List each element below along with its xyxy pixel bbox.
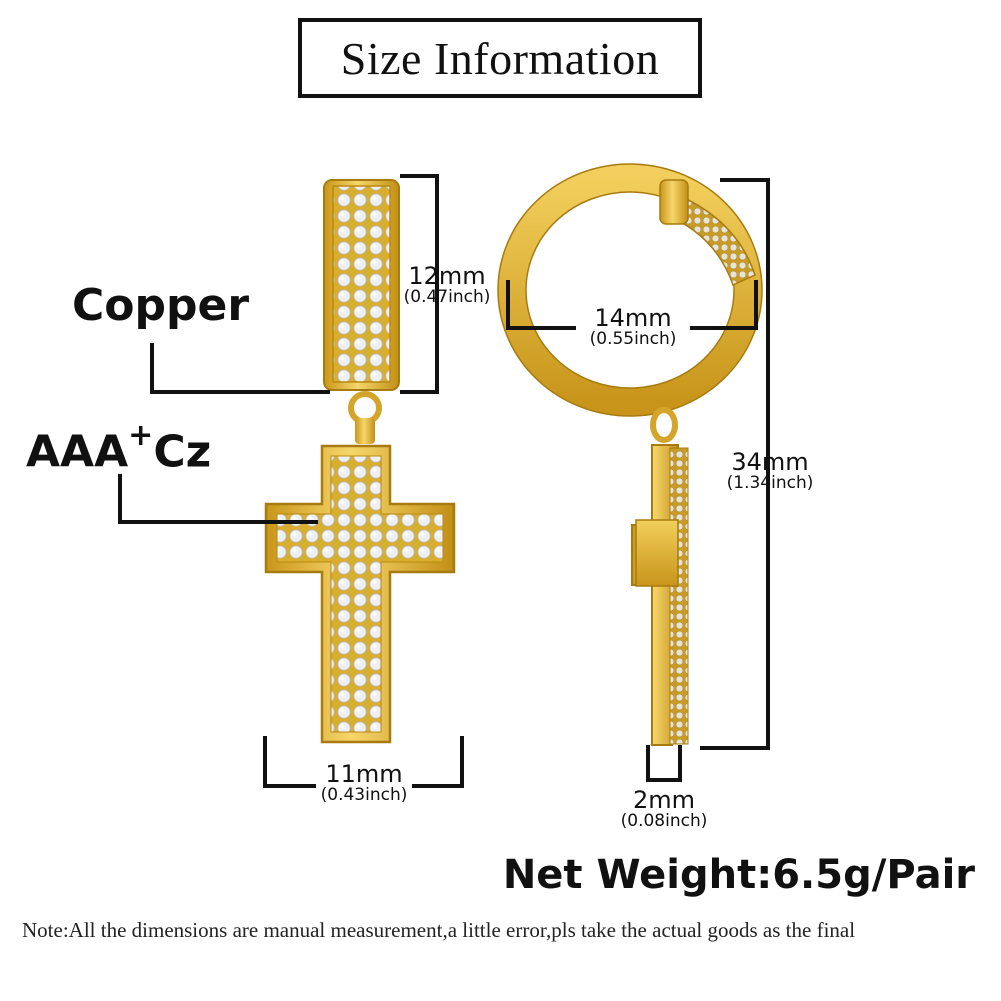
cross-width-inch: (0.43inch) [320, 785, 408, 805]
cz-plus-text: + [128, 418, 154, 453]
hoop-diameter-label: 14mm (0.55inch) [576, 306, 690, 348]
hoop-height-label: 12mm (0.47inch) [392, 264, 502, 306]
right-hoop [497, 163, 763, 417]
left-cross-pendant [264, 444, 456, 744]
disclaimer-note: Note:All the dimensions are manual measu… [22, 918, 856, 942]
thickness-bracket [646, 745, 682, 782]
hoop-height-inch: (0.47inch) [403, 287, 491, 307]
page-title: Size Information [340, 32, 660, 84]
total-length-bracket [700, 178, 770, 750]
total-length-inch: (1.34inch) [726, 473, 814, 493]
title-box: Size Information [298, 18, 702, 98]
hoop-height-bracket [400, 174, 439, 394]
hoop-height-mm: 12mm [408, 262, 486, 290]
total-length-label: 34mm (1.34inch) [712, 450, 828, 492]
cz-tail-text: Cz [153, 426, 212, 478]
hoop-diameter-inch: (0.55inch) [589, 329, 677, 349]
right-cross-side [631, 444, 689, 746]
cross-width-right [412, 736, 464, 788]
hoop-diameter-right [690, 280, 758, 330]
cz-main-text: AAA [26, 426, 129, 478]
thickness-inch: (0.08inch) [620, 811, 708, 831]
hoop-diameter-left [506, 280, 576, 330]
hoop-diameter-mm: 14mm [594, 304, 672, 332]
copper-leader-line [150, 343, 330, 394]
right-connector [650, 407, 678, 443]
material-label-copper: Copper [72, 280, 250, 331]
left-hoop-bar [323, 179, 400, 391]
left-connector [348, 391, 382, 444]
cross-width-mm: 11mm [325, 760, 403, 788]
cross-width-left [263, 736, 316, 788]
cross-width-label: 11mm (0.43inch) [306, 762, 422, 804]
material-label-cz: AAA+Cz [26, 418, 212, 478]
thickness-mm: 2mm [632, 786, 696, 814]
cz-leader-line [118, 474, 318, 524]
measure-lines [118, 174, 770, 788]
total-length-mm: 34mm [731, 448, 809, 476]
thickness-label: 2mm (0.08inch) [606, 788, 722, 830]
net-weight: Net Weight:6.5g/Pair [502, 852, 975, 898]
